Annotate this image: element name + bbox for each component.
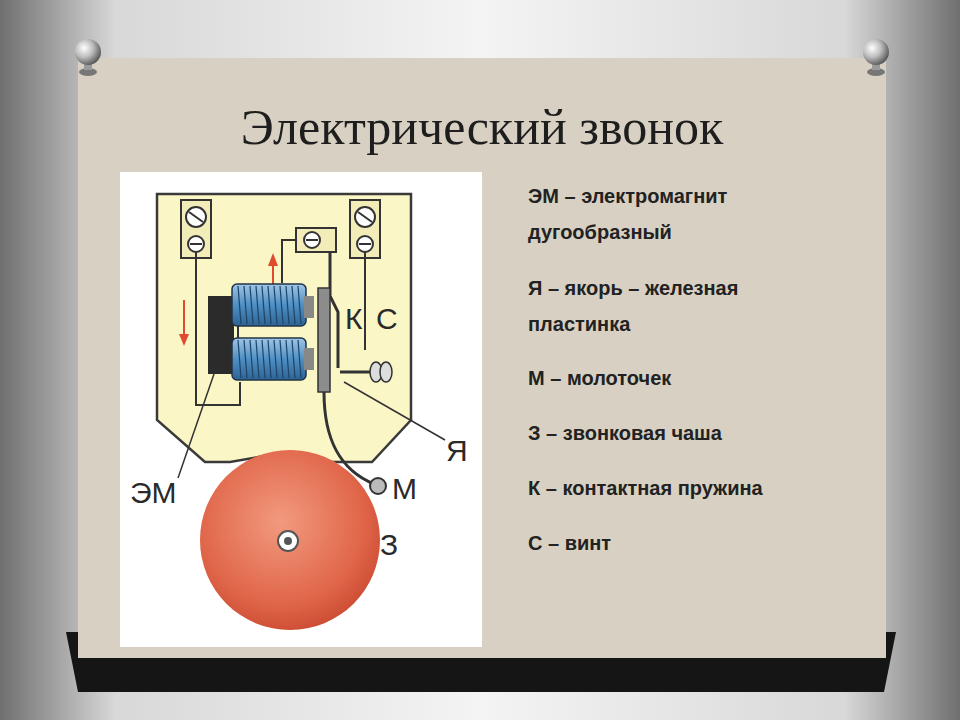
magnet-yoke (208, 296, 234, 374)
coil-winding (250, 340, 253, 378)
callout-letter: З (380, 530, 398, 560)
coil-winding (244, 340, 247, 378)
coil-winding (238, 340, 241, 378)
coil (232, 338, 306, 380)
coil-winding (268, 286, 271, 324)
coil-winding (262, 340, 265, 378)
legend-line: З – звонковая чаша (528, 415, 868, 451)
callout-letter: М (392, 474, 417, 504)
terminal (181, 200, 211, 258)
legend-line: К – контактная пружина (528, 470, 868, 506)
hammer-rod (324, 392, 374, 484)
pin (75, 39, 101, 76)
coil-winding (280, 286, 283, 324)
coil-winding (280, 340, 283, 378)
coil-winding (256, 340, 259, 378)
hammer (370, 478, 386, 494)
legend-line: С – винт (528, 525, 868, 561)
wire (196, 240, 365, 405)
coil-winding (268, 340, 271, 378)
coil-winding (286, 340, 289, 378)
coil-winding (250, 286, 253, 324)
callout-letter: Я (446, 436, 468, 466)
coil-winding (256, 286, 259, 324)
callout-letter: К (345, 304, 362, 334)
spring-clamp (296, 228, 336, 252)
legend-line: ЭМ – электромагнит дугообразный (528, 178, 798, 250)
terminal (350, 200, 380, 258)
coil-winding (262, 286, 265, 324)
coil-winding (274, 340, 277, 378)
coil-winding (274, 286, 277, 324)
coil-winding (298, 340, 301, 378)
magnet-pole (304, 296, 314, 318)
coil-winding (292, 340, 295, 378)
coil-winding (238, 286, 241, 324)
legend-line: М – молоточек (528, 360, 868, 396)
callout-letter: ЭМ (130, 478, 177, 508)
magnet-pole (304, 348, 314, 370)
card (78, 58, 886, 658)
contact-screw (340, 362, 392, 382)
bell-bolt (284, 537, 292, 545)
coil-winding (244, 286, 247, 324)
coil-winding (238, 286, 301, 378)
slide-title: Электрический звонок (78, 98, 886, 156)
coil-winding (292, 286, 295, 324)
contact-spring (330, 252, 338, 368)
bell-housing (157, 194, 411, 462)
coil-winding (298, 286, 301, 324)
bell-bolt (278, 531, 298, 551)
coil-winding (286, 286, 289, 324)
picture-frame (120, 172, 482, 647)
bell-cup (200, 450, 380, 630)
armature (318, 288, 330, 392)
pin (863, 39, 889, 76)
legend-line: Я – якорь – железная пластинка (528, 270, 798, 342)
callout-letter: С (376, 304, 398, 334)
coil (232, 284, 306, 326)
leader-line (178, 374, 445, 478)
